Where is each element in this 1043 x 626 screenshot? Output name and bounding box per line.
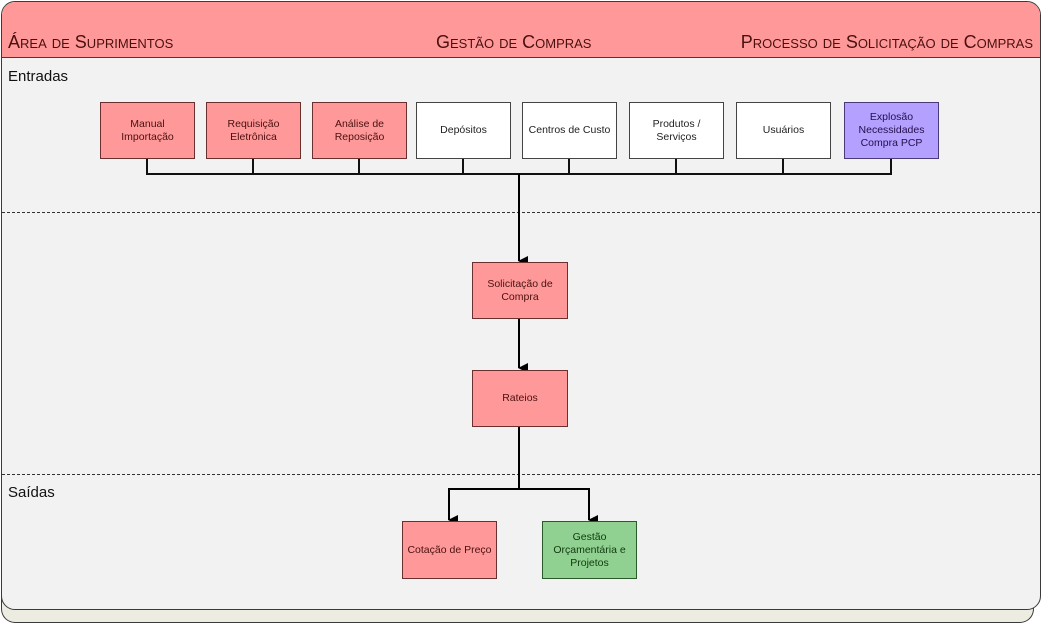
section-label-inputs: Entradas	[8, 68, 69, 85]
box-label: Produtos / Serviços	[652, 117, 701, 143]
input-box-centros-de-custo[interactable]: Centros de Custo	[522, 102, 617, 159]
output-split-right	[519, 488, 598, 525]
box-label: Manual Importação	[121, 117, 174, 143]
input-box-analise-de-reposicao[interactable]: Análise de Reposição	[312, 102, 407, 159]
process-box-solicitacao-de-compra[interactable]: Solicitação de Compra	[472, 262, 568, 319]
output-split	[448, 427, 520, 525]
box-label: Cotação de Preço	[407, 543, 492, 556]
output-box-cotacao-de-preco[interactable]: Cotação de Preço	[402, 521, 497, 579]
box-label: Requisição Eletrônica	[227, 117, 280, 143]
output-box-gestao-orcamentaria-e-projetos[interactable]: Gestão Orçamentária e Projetos	[542, 521, 637, 579]
box-label: Gestão Orçamentária e Projetos	[553, 530, 626, 569]
section-label-outputs: Saídas	[8, 484, 55, 501]
box-label: Rateios	[502, 392, 538, 404]
header-band: Área de Suprimentos Gestão de Compras Pr…	[2, 2, 1040, 58]
input-box-produtos-servicos[interactable]: Produtos / Serviços	[629, 102, 724, 159]
process-title: Processo de Solicitação de Compras	[740, 32, 1033, 52]
input-box-explosao-necessidades-compra-pcp[interactable]: Explosão Necessidades Compra PCP	[844, 102, 939, 159]
area-title: Área de Suprimentos	[8, 32, 174, 52]
box-label: Centros de Custo	[528, 124, 611, 136]
input-box-depositos[interactable]: Depósitos	[416, 102, 511, 159]
box-label: Usuários	[762, 124, 805, 136]
input-box-manual-importacao[interactable]: Manual Importação	[100, 102, 195, 159]
module-title: Gestão de Compras	[436, 32, 592, 52]
process-box-rateios[interactable]: Rateios	[472, 370, 568, 427]
input-box-requisicao-eletronica[interactable]: Requisição Eletrônica	[206, 102, 301, 159]
box-label: Análise de Reposição	[334, 117, 385, 143]
divider-outputs	[2, 474, 1040, 475]
box-label: Depósitos	[440, 124, 487, 136]
box-label: Explosão Necessidades Compra PCP	[858, 111, 925, 149]
divider-inputs	[2, 212, 1040, 213]
box-label: Solicitação de Compra	[487, 277, 553, 303]
input-box-usuarios[interactable]: Usuários	[736, 102, 831, 159]
